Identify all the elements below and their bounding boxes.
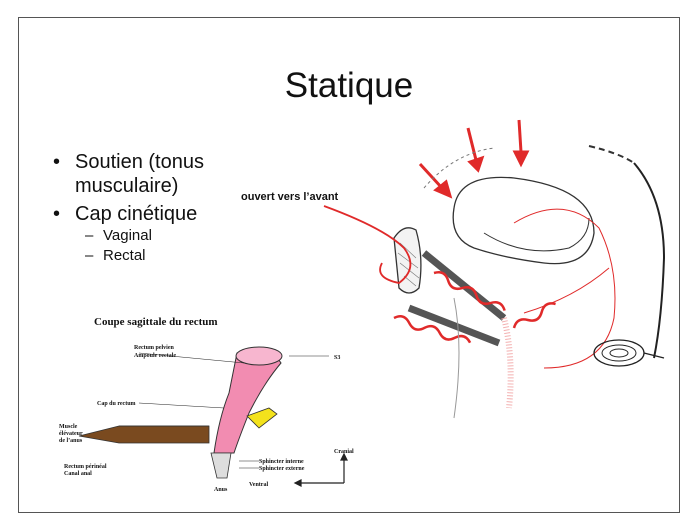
label-cap-rectum: Cap du rectum [97, 401, 136, 407]
label-canal-anal: Canal anal [64, 471, 92, 477]
label-muscle-1: Muscle [59, 424, 78, 430]
slide-title: Statique [284, 66, 414, 105]
label-cranial: Cranial [334, 449, 354, 455]
callout-ouvert-vers-avant: ouvert vers l’avant [241, 191, 339, 203]
rectum-sagittal-figure: Coupe sagittale du rectum Rectum pelvien… [59, 316, 354, 493]
label-anus: Anus [214, 487, 228, 493]
label-muscle-3: de l’anus [59, 438, 83, 444]
label-sphincter-interne: Sphincter interne [259, 459, 304, 465]
bullet-list: Soutien (tonus musculaire) Cap cinétique… [53, 150, 235, 266]
sub-bullet-rectal: Rectal [53, 246, 235, 266]
bullet-soutien: Soutien (tonus musculaire) [53, 150, 235, 198]
pelvic-sagittal-diagram [323, 119, 666, 419]
label-rectum-pelvien: Rectum pelvien [134, 345, 174, 351]
label-ampoule-rectale: Ampoule rectale [134, 353, 176, 359]
bullet-cap-cinetique: Cap cinétique [53, 202, 235, 226]
label-sphincter-externe: Sphincter externe [259, 466, 305, 472]
slide: Statique Soutien (tonus musculaire) Cap … [18, 17, 680, 513]
label-rectum-perineal: Rectum périnéal [64, 464, 107, 470]
label-s3: S3 [334, 355, 340, 361]
figure-title: Coupe sagittale du rectum [94, 316, 218, 328]
label-ventral: Ventral [249, 482, 268, 488]
label-muscle-2: élévateur [59, 431, 83, 437]
sub-bullet-vaginal: Vaginal [53, 226, 235, 246]
